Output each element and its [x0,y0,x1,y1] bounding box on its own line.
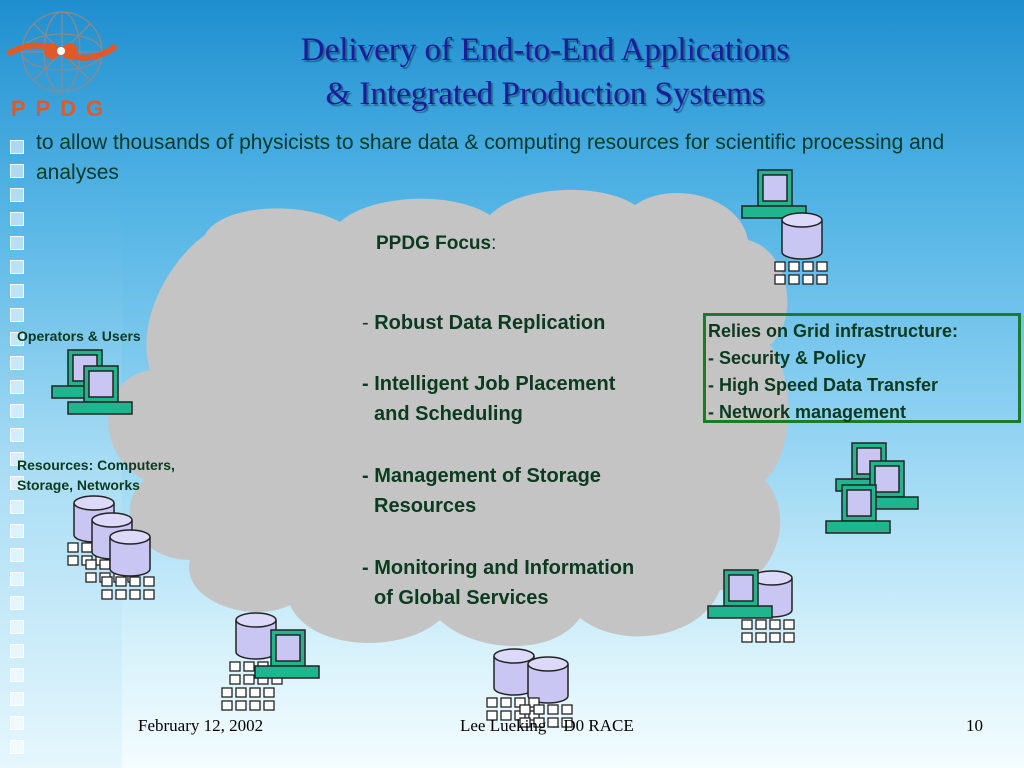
focus-item-bullet: - [362,373,375,395]
disk-icon [235,612,277,660]
focus-item-bullet: - [362,465,375,487]
disk-icon [109,529,151,577]
decorative-square [10,620,24,634]
focus-heading-text: PPDG Focus [376,233,492,254]
decorative-square [10,212,24,226]
resources-label: Resources: Computers, Storage, Networks [17,455,175,495]
focus-heading: PPDG Focus: [376,233,496,255]
footer-author: Lee Lueking – D0 RACE [460,716,634,735]
focus-item-line1: Management of Storage [374,465,601,487]
decorative-square [10,596,24,610]
logo-text: PPDG [11,96,113,120]
network-grid-icon [221,687,275,711]
decorative-square [10,236,24,250]
decorative-square [10,644,24,658]
focus-heading-colon: : [491,233,497,254]
decorative-square [10,284,24,298]
decorative-square [10,692,24,706]
grid-infrastructure-box: Relies on Grid infrastructure: - Securit… [703,313,1021,423]
decorative-square [10,740,24,754]
focus-item-line1: Robust Data Replication [374,312,606,334]
decorative-square [10,548,24,562]
grid-box-item: - High Speed Data Transfer [708,375,939,395]
focus-item-line2: and Scheduling [374,403,523,425]
decorative-square [10,380,24,394]
footer-date: February 12, 2002 [138,716,264,735]
decorative-square [10,308,24,322]
decorative-square [10,356,24,370]
grid-box-item: - Network management [708,402,907,422]
focus-item-bullet: - [362,557,375,579]
decorative-square [10,404,24,418]
focus-item-line1: Monitoring and Information [374,557,635,579]
decorative-square [10,500,24,514]
focus-item: - Robust Data Replication [362,308,605,338]
decorative-square [10,452,24,466]
decorative-square [10,668,24,682]
grid-box-heading: Relies on Grid infrastructure: [708,321,959,341]
cloud-shape [108,189,789,647]
title-line-2: & Integrated Production Systems [325,76,765,112]
slide-title: Delivery of End-to-End Applications & In… [150,28,940,116]
decorative-square [10,188,24,202]
decorative-square [10,332,24,346]
disk-icon [527,656,569,704]
page-number: 10 [966,716,983,735]
resources-label-line1: Resources: Computers, [17,457,175,473]
focus-item: - Management of Storage Resources [362,461,601,521]
computer-icon [741,169,807,219]
decorative-square [10,164,24,178]
network-grid-icon [741,619,795,643]
decorative-square [10,476,24,490]
operators-label: Operators & Users [17,328,141,344]
network-grid-icon [774,261,828,285]
focus-item: - Monitoring and Information of Global S… [362,553,634,613]
focus-item-line2: of Global Services [374,587,549,609]
focus-item: - Intelligent Job Placement and Scheduli… [362,369,615,429]
subtitle: to allow thousands of physicists to shar… [36,131,945,184]
grid-box-item: - Security & Policy [708,348,867,368]
disk-icon [781,212,823,260]
focus-item-line2: Resources [374,495,477,517]
title-line-1: Delivery of End-to-End Applications [300,32,790,68]
ppdg-logo-icon: PPDG [6,11,118,120]
resources-label-line2: Storage, Networks [17,477,140,493]
focus-item-bullet: - [362,312,375,334]
decorative-square [10,524,24,538]
decorative-square [10,716,24,730]
decorative-square [10,140,24,154]
decorative-square [10,260,24,274]
decorative-square [10,572,24,586]
focus-item-line1: Intelligent Job Placement [374,373,616,395]
decorative-square [10,428,24,442]
